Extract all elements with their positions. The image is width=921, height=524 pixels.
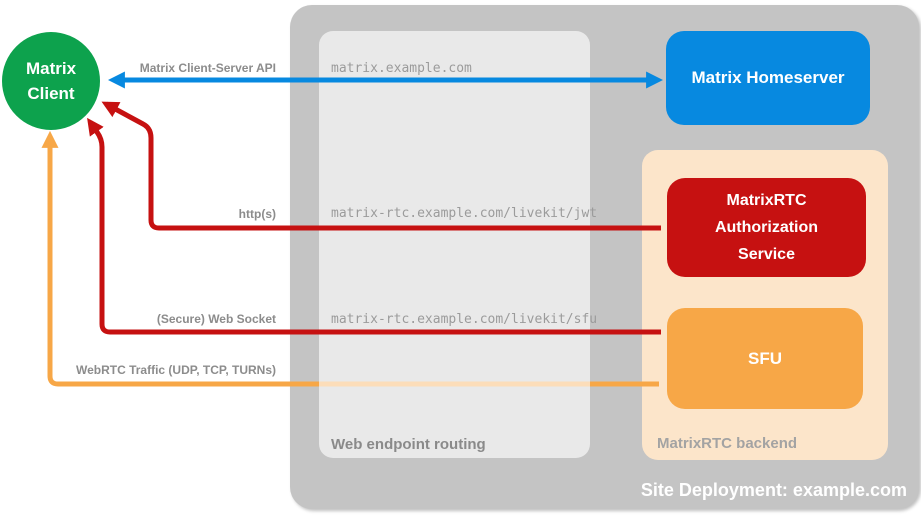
web-endpoint-routing-caption: Web endpoint routing (331, 436, 486, 453)
route-url-livekit-jwt: matrix-rtc.example.com/livekit/jwt (331, 206, 598, 221)
route-url-homeserver: matrix.example.com (331, 61, 472, 76)
web-endpoint-routing-panel (319, 31, 590, 458)
matrixrtc-auth-service-node: MatrixRTC Authorization Service (667, 178, 866, 277)
matrix-client-label: Matrix Client (25, 58, 77, 104)
route-url-livekit-sfu: matrix-rtc.example.com/livekit/sfu (331, 312, 598, 327)
sfu-node: SFU (667, 308, 863, 409)
matrixrtc-auth-service-label: MatrixRTC Authorization Service (714, 191, 819, 264)
client-server-api-edge-label: Matrix Client-Server API (139, 61, 276, 75)
matrix-homeserver-node: Matrix Homeserver (666, 31, 870, 125)
https-edge-label: http(s) (238, 207, 276, 221)
matrix-client-node: Matrix Client (2, 32, 100, 130)
site-deployment-caption: Site Deployment: example.com (640, 480, 907, 500)
websocket-edge-label: (Secure) Web Socket (156, 312, 276, 326)
matrixrtc-backend-caption: MatrixRTC backend (657, 435, 798, 452)
webrtc-edge-label: WebRTC Traffic (UDP, TCP, TURNs) (75, 363, 276, 377)
sfu-label: SFU (748, 348, 782, 368)
matrix-homeserver-label: Matrix Homeserver (691, 68, 845, 87)
